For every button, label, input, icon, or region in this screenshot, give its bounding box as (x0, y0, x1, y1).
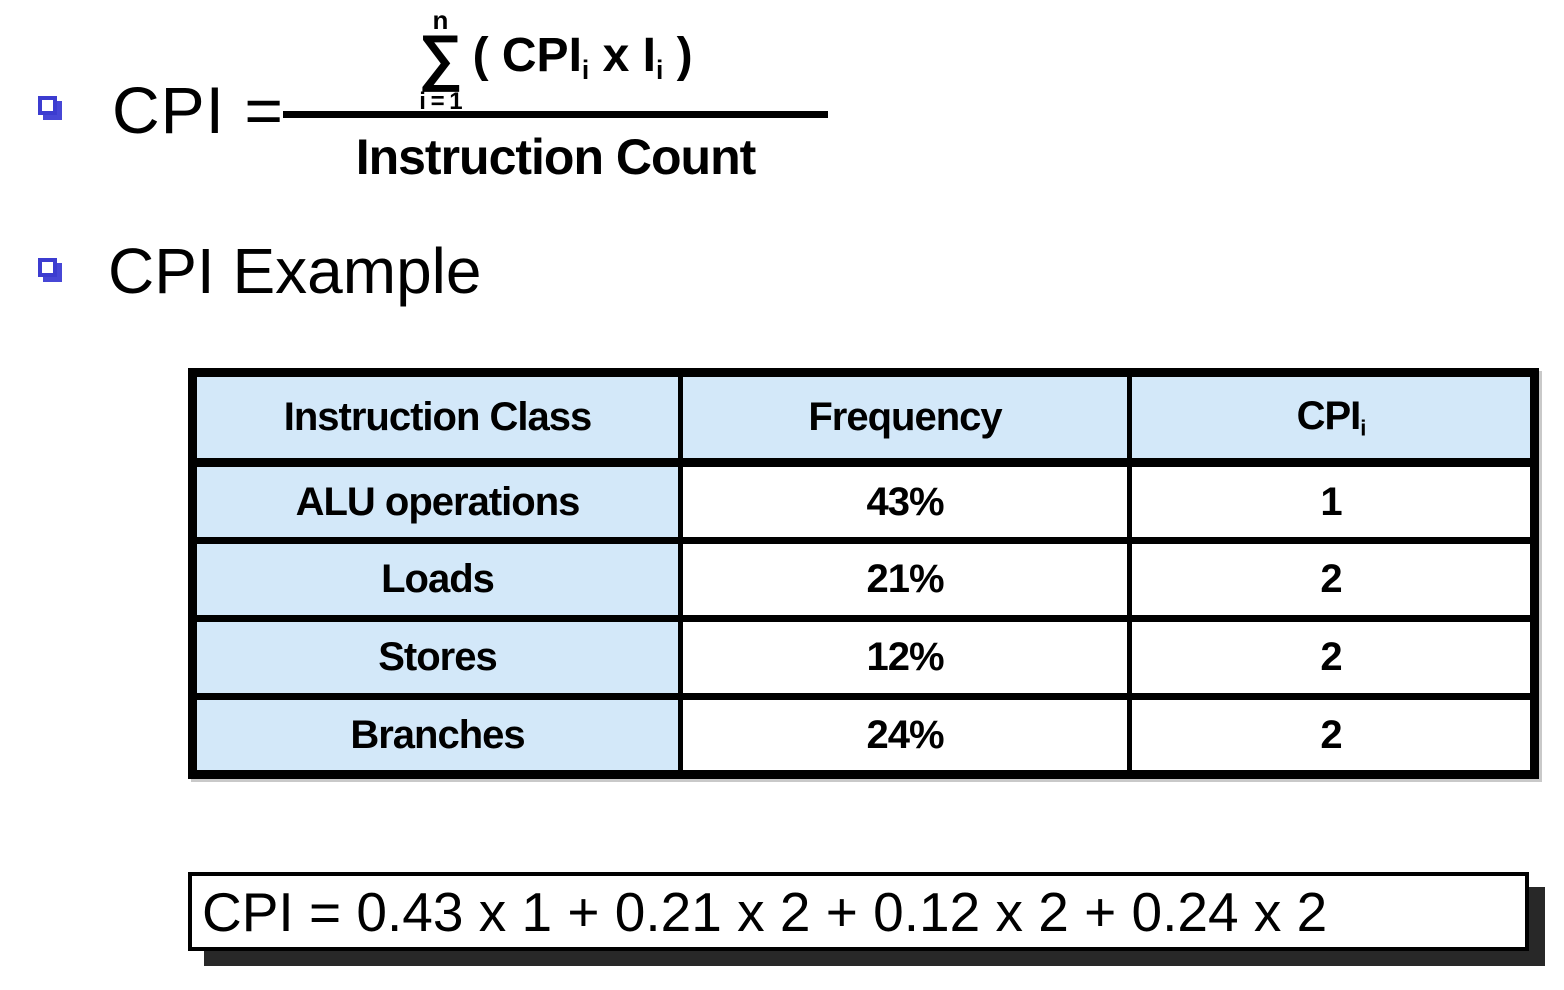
cpi-formula-fraction: n ∑ i = 1 ( CPIi x Ii ) Instruction Coun… (283, 6, 828, 186)
header-frequency: Frequency (678, 368, 1132, 467)
summation-upper-bound: n (432, 5, 449, 36)
formula-lhs: CPI = (112, 73, 284, 147)
cell-instruction-class: Branches (188, 693, 683, 779)
i-subscript: i (655, 54, 664, 85)
summation-symbol: n ∑ i = 1 (418, 7, 462, 114)
cell-instruction-class: Loads (188, 537, 683, 622)
square-bullet-icon (38, 96, 57, 115)
header-cpi-base: CPI (1296, 393, 1362, 438)
formula-numerator: n ∑ i = 1 ( CPIi x Ii ) (283, 6, 828, 118)
cpi-subscript: i (581, 54, 590, 85)
header-instruction-class: Instruction Class (188, 368, 683, 467)
square-bullet-icon (38, 258, 57, 277)
table-row: Branches 24% 2 (188, 693, 1539, 779)
cell-cpi: 2 (1127, 537, 1539, 622)
result-equation-text: CPI = 0.43 x 1 + 0.21 x 2 + 0.12 x 2 + 0… (202, 880, 1328, 943)
table-row: ALU operations 43% 1 (188, 459, 1539, 544)
result-equation-box: CPI = 0.43 x 1 + 0.21 x 2 + 0.12 x 2 + 0… (188, 872, 1529, 951)
cell-cpi: 2 (1127, 693, 1539, 779)
cell-frequency: 43% (678, 459, 1132, 544)
example-heading: CPI Example (108, 235, 482, 307)
table-header-row: Instruction Class Frequency CPIi (188, 368, 1539, 467)
cell-frequency: 21% (678, 537, 1132, 622)
summation-lower-bound: i = 1 (419, 87, 462, 115)
cell-instruction-class: ALU operations (188, 459, 683, 544)
numerator-expression: ( CPIi x Ii ) (473, 28, 693, 86)
formula-denominator: Instruction Count (355, 129, 757, 185)
cell-instruction-class: Stores (188, 615, 683, 700)
cell-cpi: 1 (1127, 459, 1539, 544)
expr-close: ) (663, 28, 693, 82)
sigma-icon: ∑ (418, 23, 463, 93)
cell-frequency: 24% (678, 693, 1132, 779)
cell-cpi: 2 (1127, 615, 1539, 700)
table-row: Stores 12% 2 (188, 615, 1539, 700)
table-row: Loads 21% 2 (188, 537, 1539, 622)
header-cpi-subscript: i (1360, 415, 1366, 441)
expr-mid: x I (589, 28, 656, 82)
cpi-example-table: Instruction Class Frequency CPIi ALU ope… (188, 368, 1539, 779)
cell-frequency: 12% (678, 615, 1132, 700)
header-cpi: CPIi (1127, 368, 1539, 467)
expr-prefix: ( CPI (472, 28, 582, 82)
